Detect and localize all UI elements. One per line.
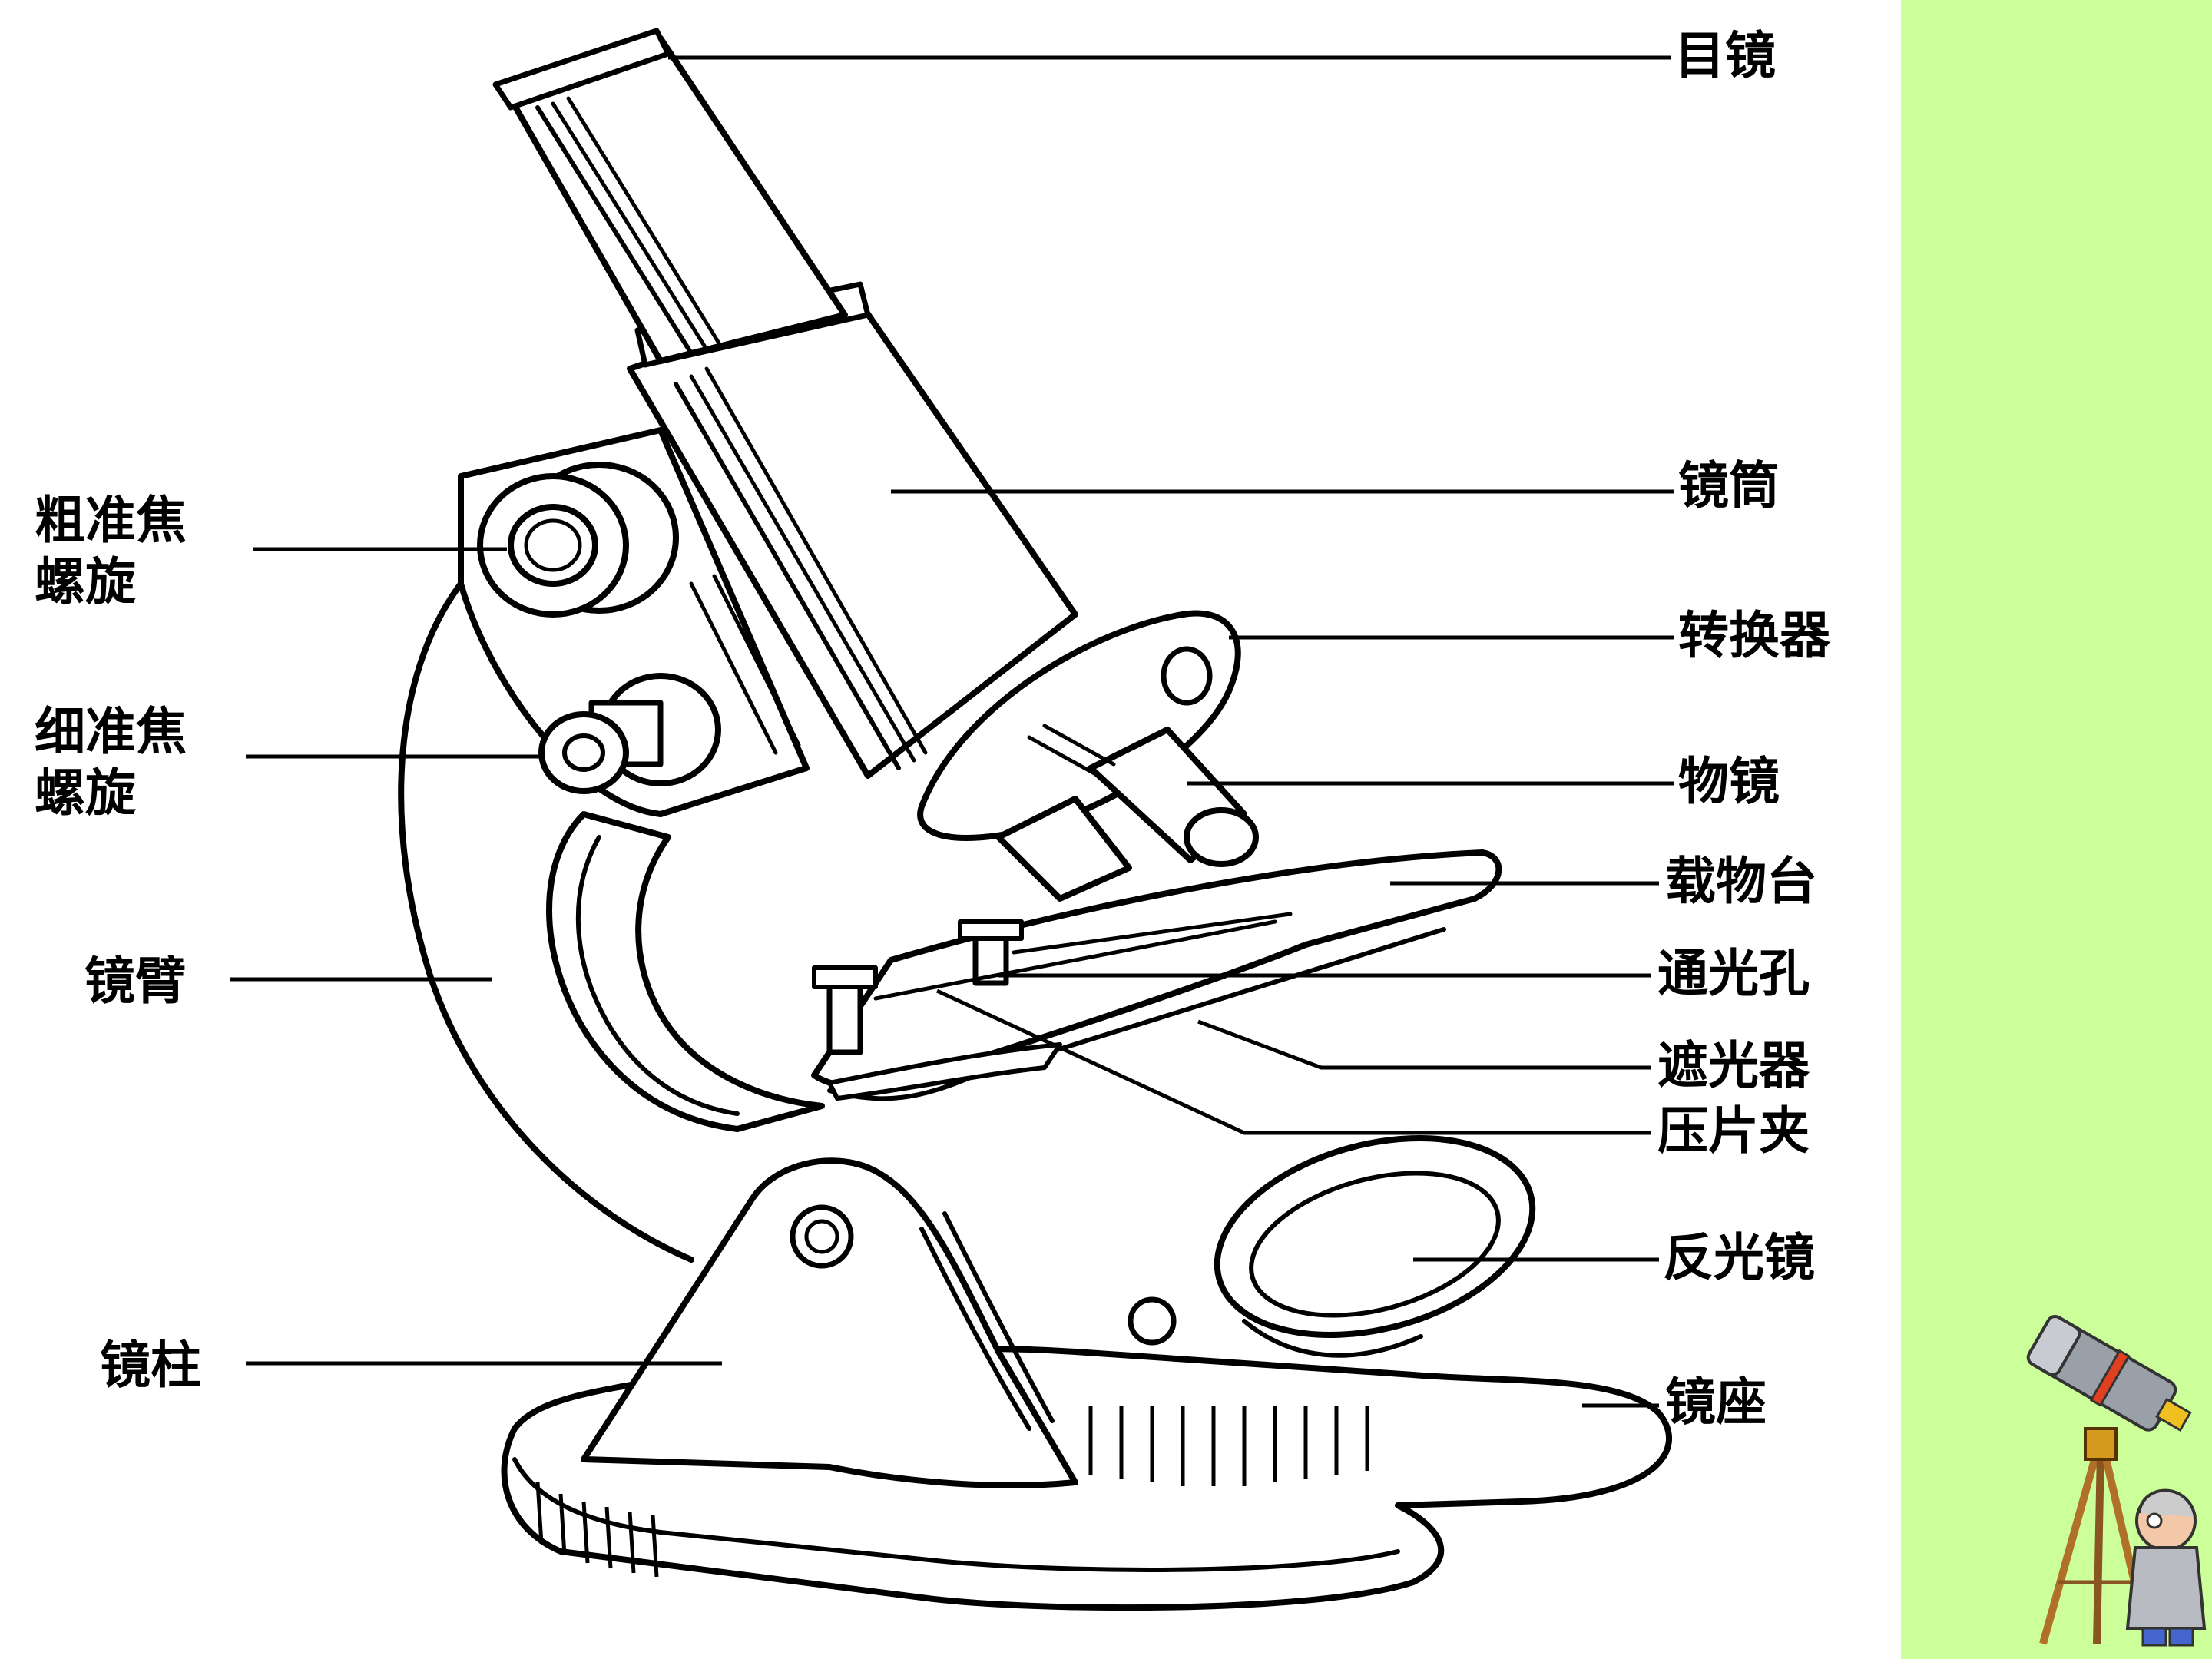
leader-lines bbox=[230, 55, 1674, 1408]
label-fine-focus-line2: 螺旋 bbox=[35, 763, 136, 823]
objective-shape bbox=[995, 724, 1259, 902]
labels: 目镜 镜筒 转换器 物镜 载物台 通光孔 遮光器 压片夹 反光镜 镜座 粗准焦 … bbox=[35, 25, 1831, 1432]
label-arm: 镜臂 bbox=[84, 951, 186, 1011]
label-fine-focus-line1: 细准焦 bbox=[35, 701, 187, 761]
pillar-shape bbox=[581, 1157, 1078, 1488]
label-objective: 物镜 bbox=[1678, 751, 1780, 811]
stage-shape bbox=[811, 849, 1502, 1101]
mirror-shape bbox=[1128, 1134, 1536, 1358]
label-pillar: 镜柱 bbox=[100, 1335, 201, 1395]
microscope-diagram: 目镜 镜筒 转换器 物镜 载物台 通光孔 遮光器 压片夹 反光镜 镜座 粗准焦 … bbox=[35, 25, 1831, 1611]
label-stage: 载物台 bbox=[1665, 851, 1817, 911]
fine-focus-knob-shape bbox=[538, 673, 721, 794]
label-mirror: 反光镜 bbox=[1663, 1227, 1815, 1287]
label-stage-clip: 压片夹 bbox=[1657, 1101, 1810, 1161]
label-aperture: 通光孔 bbox=[1657, 943, 1810, 1003]
coarse-focus-knob-shape bbox=[477, 462, 679, 618]
microscope-drawing bbox=[398, 28, 1672, 1611]
eyepiece-shape bbox=[492, 28, 848, 364]
telescope-scientist-icon bbox=[2026, 1315, 2207, 1647]
leader-stage-clip bbox=[935, 988, 1651, 1135]
label-nosepiece: 转换器 bbox=[1678, 605, 1831, 665]
label-diaphragm: 遮光器 bbox=[1657, 1035, 1810, 1095]
leader-diaphragm bbox=[1197, 1019, 1651, 1070]
nosepiece-shape bbox=[917, 610, 1241, 841]
label-eyepiece: 目镜 bbox=[1674, 25, 1776, 85]
label-coarse-focus-line2: 螺旋 bbox=[35, 551, 136, 611]
label-coarse-focus-line1: 粗准焦 bbox=[35, 490, 187, 550]
label-base: 镜座 bbox=[1665, 1372, 1767, 1432]
label-tube: 镜筒 bbox=[1678, 455, 1780, 515]
